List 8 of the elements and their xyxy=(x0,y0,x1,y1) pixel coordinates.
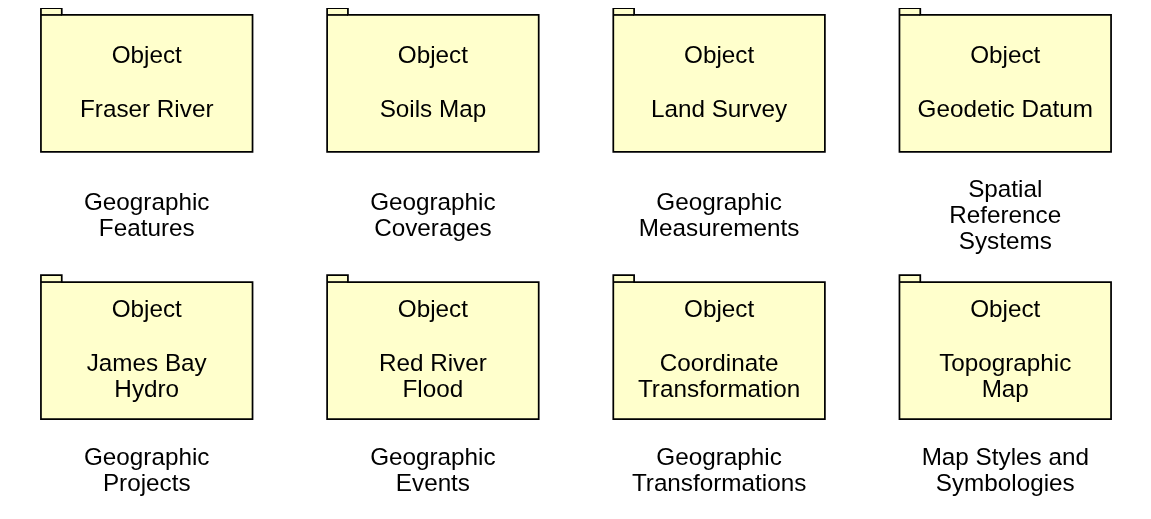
node-label: Map Styles and Symbologies xyxy=(921,442,1089,496)
node-label: Spatial Reference Systems xyxy=(948,175,1061,255)
node-label: Geographic Transformations xyxy=(631,442,806,496)
node-label: Geographic Coverages xyxy=(369,188,496,242)
node-label: Geographic Measurements xyxy=(638,188,799,242)
node-label: Geographic Features xyxy=(83,188,209,242)
node-label: Geographic Events xyxy=(369,442,496,496)
node-label: Geographic Projects xyxy=(83,442,209,496)
